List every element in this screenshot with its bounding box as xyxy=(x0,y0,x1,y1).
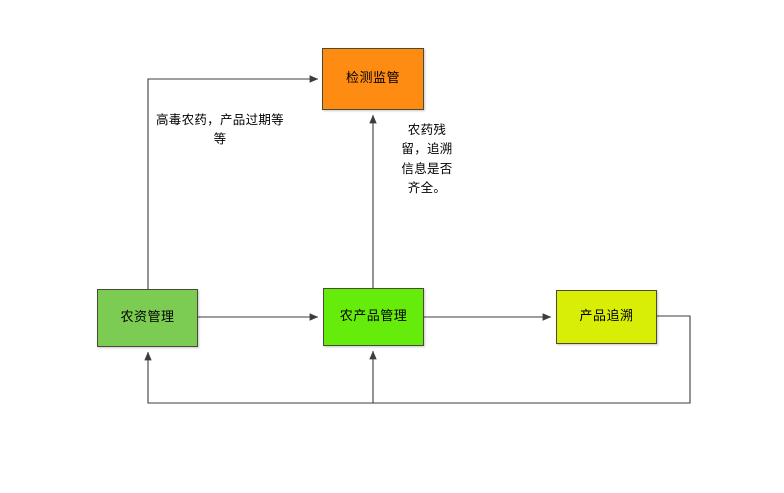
node-label: 检测监管 xyxy=(345,71,400,87)
node-label: 产品追溯 xyxy=(579,309,634,325)
node-label: 农产品管理 xyxy=(339,309,408,325)
edge-label-residue-note: 农药残留，追溯信息是否齐全。 xyxy=(401,122,453,196)
node-agricultural-inputs-management[interactable]: 农资管理 xyxy=(97,289,198,347)
node-label: 农资管理 xyxy=(120,310,175,326)
node-agricultural-products-management[interactable]: 农产品管理 xyxy=(323,288,424,346)
edge-traceability-to-inputs xyxy=(144,351,373,404)
edge-label-pesticide-note: 高毒农药，产品过期等等 xyxy=(155,112,284,147)
node-product-traceability[interactable]: 产品追溯 xyxy=(556,290,657,344)
node-inspection-supervision[interactable]: 检测监管 xyxy=(322,48,424,110)
